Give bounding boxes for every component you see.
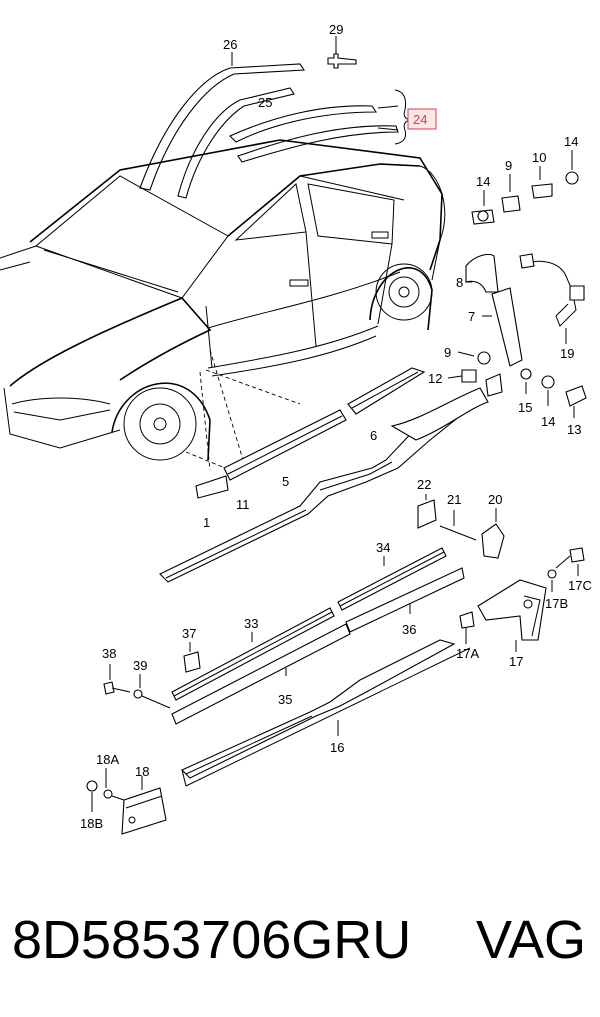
callout-25: 25 — [258, 95, 272, 110]
callout-22: 22 — [417, 477, 431, 492]
callout-26: 26 — [223, 37, 237, 52]
callout-9-top: 9 — [505, 158, 512, 173]
cap-20 — [481, 523, 505, 559]
callout-17c: 17C — [568, 578, 592, 593]
items-17 — [459, 547, 585, 652]
callout-29: 29 — [329, 22, 343, 37]
callout-20: 20 — [488, 492, 502, 507]
leader-lines — [185, 349, 301, 471]
callout-35: 35 — [278, 692, 292, 707]
callout-33: 33 — [244, 616, 258, 631]
callout-19: 19 — [560, 346, 574, 361]
callout-18: 18 — [135, 764, 149, 779]
callout-10: 10 — [532, 150, 546, 165]
footer: 8D5853706GRU VAG — [0, 895, 600, 985]
callout-6: 6 — [370, 428, 377, 443]
washer-39 — [133, 689, 143, 699]
callout-18a: 18A — [96, 752, 119, 767]
clip-29 — [327, 36, 357, 69]
callout-14-top-left: 14 — [476, 174, 490, 189]
roof-trim-25 — [177, 87, 295, 199]
callout-18b: 18B — [80, 816, 103, 831]
roof-rail-24a — [229, 105, 378, 143]
washer-18a — [103, 789, 113, 799]
strip-36 — [345, 567, 465, 633]
bracket-8 — [465, 253, 499, 293]
callout-14-top-right: 14 — [564, 134, 578, 149]
washer-17b — [547, 569, 557, 579]
callout-14-lower: 14 — [541, 414, 555, 429]
callout-17a: 17A — [456, 646, 479, 661]
items-18 — [86, 768, 167, 835]
pillar-pieces — [465, 253, 585, 367]
items-37-39 — [103, 642, 201, 709]
nut-18b — [86, 780, 98, 792]
callout-34: 34 — [376, 540, 390, 555]
callout-7: 7 — [468, 309, 475, 324]
pillar-trim-7 — [491, 287, 523, 367]
callout-12: 12 — [428, 371, 442, 386]
strips — [171, 547, 471, 787]
fasteners-lower — [447, 351, 587, 418]
clip-13 — [565, 385, 587, 407]
wiring-19 — [525, 260, 577, 327]
part-number: 8D5853706GRU — [12, 910, 412, 970]
callout-17: 17 — [509, 654, 523, 669]
callout-24: 24 — [413, 112, 427, 127]
items-20-22 — [417, 494, 505, 559]
end-cap-1 — [195, 475, 229, 499]
callout-36: 36 — [402, 622, 416, 637]
fasteners-top — [471, 150, 579, 225]
callout-labels: 29 26 25 24 14 10 9 14 8 7 19 9 12 15 14… — [80, 22, 592, 831]
callout-15: 15 — [518, 400, 532, 415]
bolt-17a — [459, 611, 475, 629]
car-body — [0, 139, 446, 461]
roof-rail-24b — [237, 125, 399, 163]
roof-trim-group — [139, 52, 411, 199]
screw-17c — [569, 547, 585, 563]
callout-24-highlight-box — [407, 108, 437, 130]
screw-38 — [103, 681, 115, 695]
parts-diagram: 29 26 25 24 14 10 9 14 8 7 19 9 12 15 14… — [0, 22, 592, 835]
callout-13: 13 — [567, 422, 581, 437]
sill-16 — [181, 639, 456, 779]
callout-5: 5 — [282, 474, 289, 489]
callout-39: 39 — [133, 658, 147, 673]
callout-11: 11 — [236, 497, 250, 512]
callout-21: 21 — [447, 492, 461, 507]
roof-trim-26 — [139, 63, 305, 191]
bracket-18 — [121, 787, 167, 835]
callout-17b: 17B — [545, 596, 568, 611]
clip-37 — [183, 651, 201, 673]
callout-37: 37 — [182, 626, 196, 641]
callout-38: 38 — [102, 646, 116, 661]
mouldings — [195, 367, 426, 499]
callout-1: 1 — [203, 515, 210, 530]
callout-16: 16 — [330, 740, 344, 755]
callout-9-lower: 9 — [444, 345, 451, 360]
brand-label: VAG — [475, 910, 586, 970]
sill-cover-11 — [159, 387, 489, 583]
bracket-22 — [417, 499, 437, 529]
callout-8: 8 — [456, 275, 463, 290]
bracket-17 — [477, 579, 547, 641]
strip-35 — [171, 623, 351, 725]
